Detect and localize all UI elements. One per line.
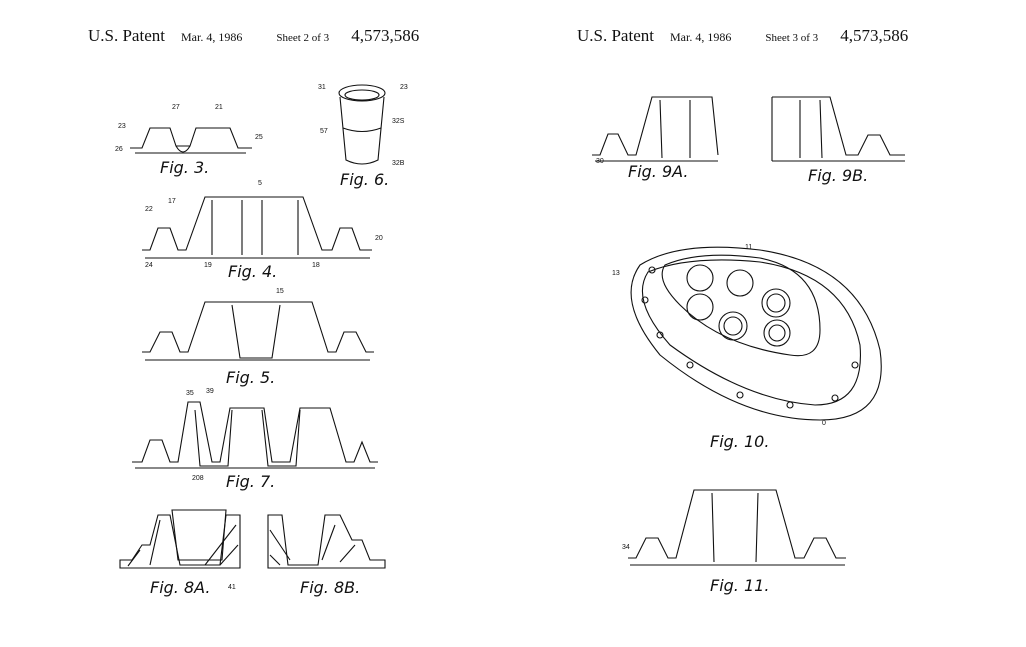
reference-numeral: 19 [204, 262, 212, 269]
reference-numeral: 208 [192, 475, 204, 482]
fig-7-drawing [132, 401, 378, 469]
reference-numeral: 20 [375, 235, 383, 242]
sheet-3-header: U.S. Patent Mar. 4, 1986 Sheet 3 of 3 4,… [577, 26, 908, 46]
sheet-number: Sheet 3 of 3 [765, 32, 819, 44]
reference-numeral: 5 [258, 180, 262, 187]
reference-numeral: 27 [172, 104, 180, 111]
patent-number: 4,573,586 [840, 26, 909, 45]
fig-11-drawing [628, 489, 846, 566]
reference-numeral: 32S [392, 118, 405, 125]
fig-9b-drawing [771, 96, 905, 162]
reference-numeral: 41 [228, 584, 236, 591]
patent-number: 4,573,586 [351, 26, 420, 45]
fig-9a-label: Fig. 9A. [628, 162, 689, 181]
fig-6-label: Fig. 6. [340, 170, 390, 189]
reference-numeral: 17 [168, 198, 176, 205]
reference-numeral: 23 [400, 84, 408, 91]
fig-9a-drawing [592, 96, 719, 162]
fig-3-drawing [130, 127, 252, 154]
reference-numeral: 31 [318, 84, 326, 91]
fig-5-drawing [142, 301, 374, 361]
reference-numeral: 57 [320, 128, 328, 135]
patent-label: U.S. Patent [88, 26, 165, 45]
fig-8b-drawing [267, 514, 386, 569]
fig-3-label: Fig. 3. [160, 158, 210, 177]
reference-numeral: 35 [186, 390, 194, 397]
patent-date: Mar. 4, 1986 [669, 30, 732, 44]
fig-10-label: Fig. 10. [710, 432, 770, 451]
fig-5-label: Fig. 5. [226, 368, 276, 387]
reference-numeral: 23 [118, 123, 126, 130]
sheet-2-header: U.S. Patent Mar. 4, 1986 Sheet 2 of 3 4,… [88, 26, 419, 46]
reference-numeral: 39 [206, 388, 214, 395]
reference-numeral: 25 [255, 134, 263, 141]
reference-numeral: 11 [745, 244, 753, 251]
fig-4-label: Fig. 4. [228, 262, 278, 281]
patent-label: U.S. Patent [577, 26, 654, 45]
fig-10-drawing [630, 246, 882, 421]
reference-numeral: 32B [392, 160, 405, 167]
reference-numeral: 21 [215, 104, 223, 111]
fig-7-label: Fig. 7. [226, 472, 276, 491]
reference-numeral: 13 [612, 270, 620, 277]
reference-numeral: 30 [596, 158, 604, 165]
reference-numeral: 0 [822, 420, 826, 427]
fig-11-label: Fig. 11. [710, 576, 770, 595]
fig-9b-label: Fig. 9B. [808, 166, 869, 185]
patent-date: Mar. 4, 1986 [180, 30, 243, 44]
reference-numeral: 24 [145, 262, 153, 269]
fig-6-drawing [338, 84, 386, 165]
fig-8a-drawing [119, 509, 241, 569]
reference-numeral: 26 [115, 146, 123, 153]
sheet-number: Sheet 2 of 3 [276, 32, 330, 44]
fig-8a-label: Fig. 8A. [150, 578, 211, 597]
reference-numeral: 18 [312, 262, 320, 269]
reference-numeral: 15 [276, 288, 284, 295]
fig-8b-label: Fig. 8B. [300, 578, 361, 597]
fig-4-drawing [142, 196, 372, 259]
reference-numeral: 34 [622, 544, 630, 551]
reference-numeral: 22 [145, 206, 153, 213]
